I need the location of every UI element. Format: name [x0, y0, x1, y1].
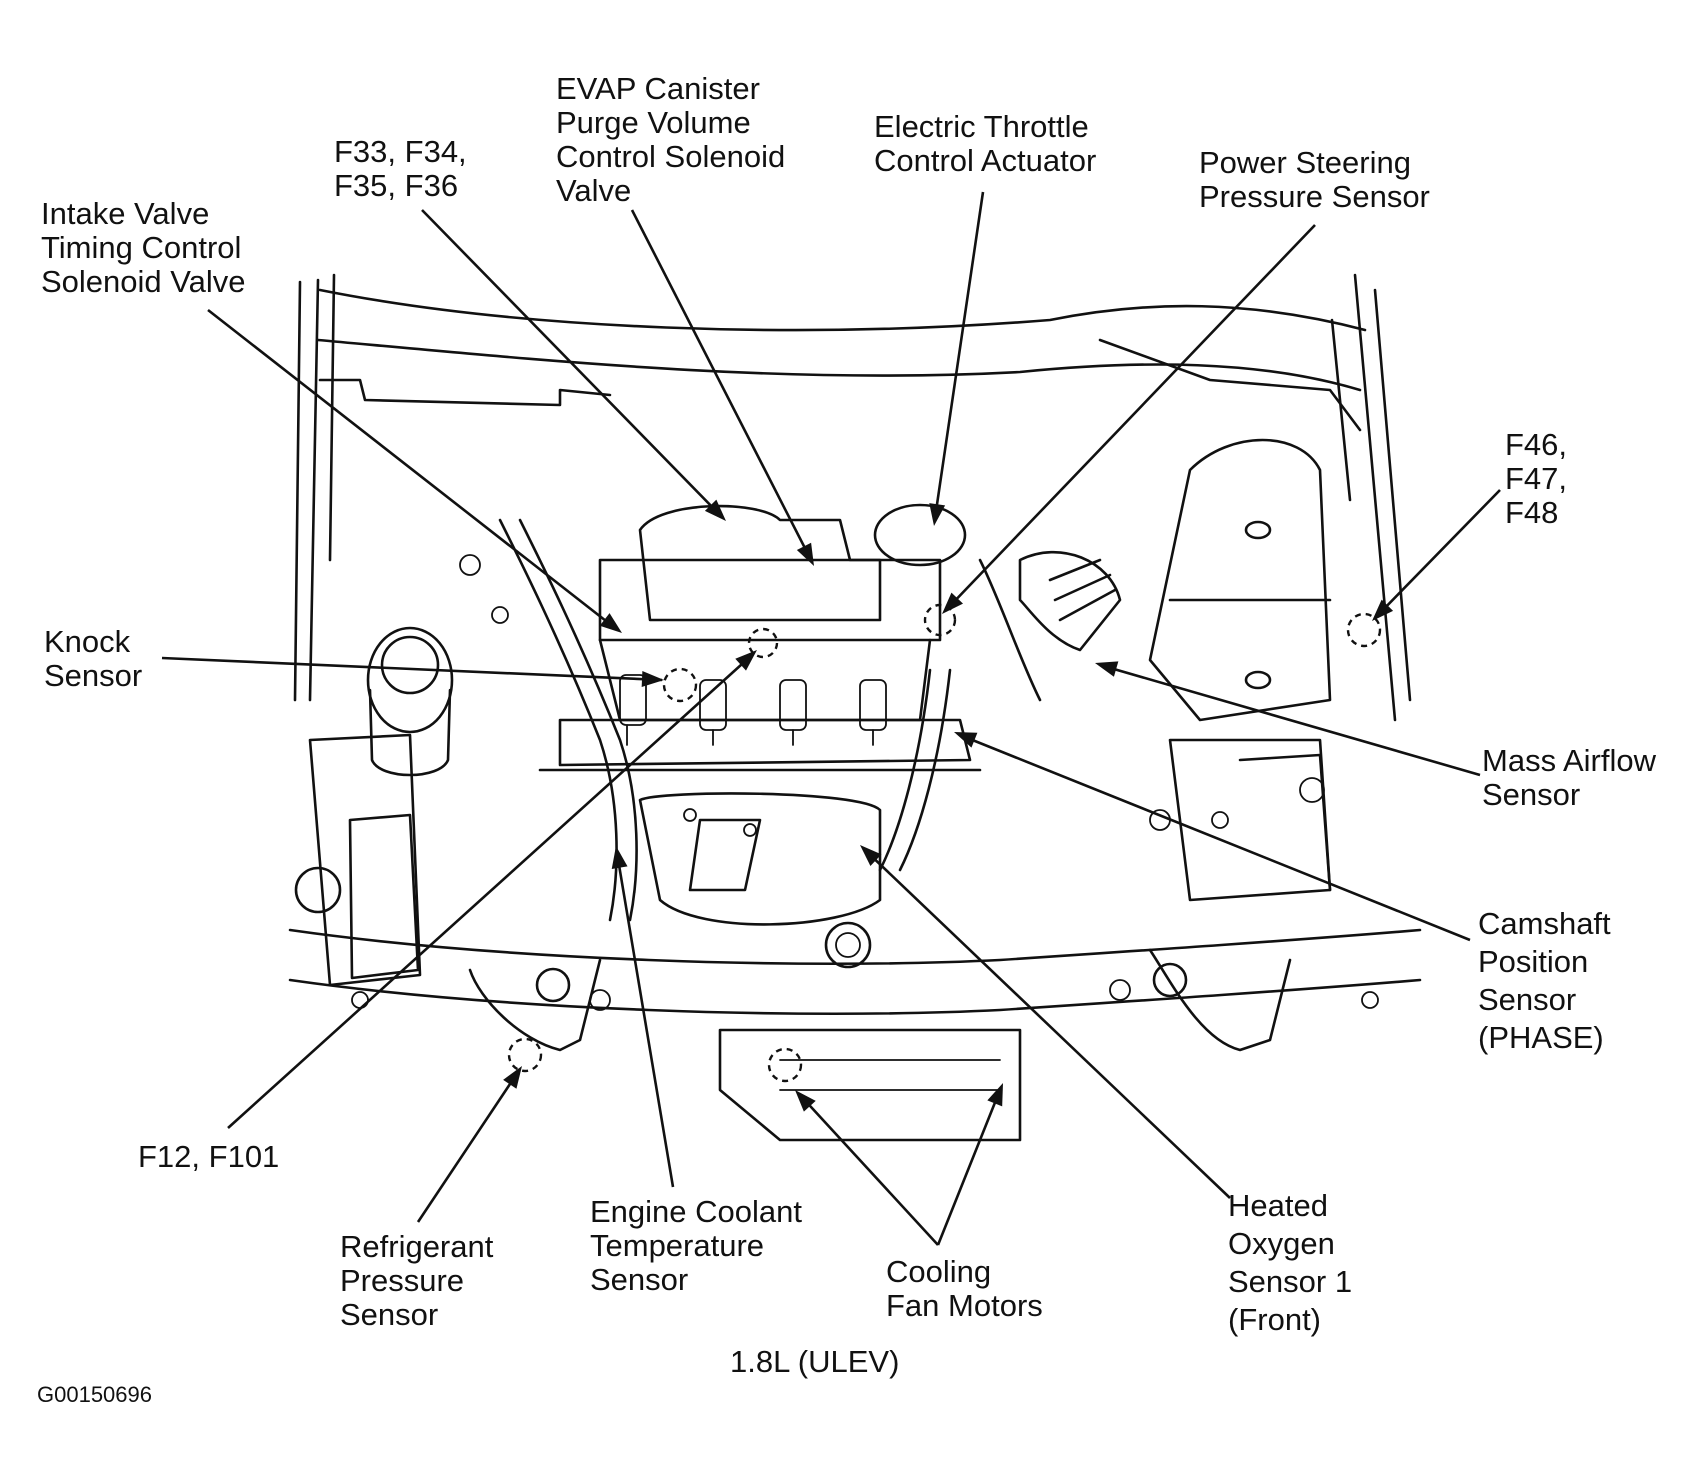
leader-f46: [1377, 489, 1501, 616]
leader-f12: [227, 654, 753, 1129]
label-knock-sensor: Knock Sensor: [44, 624, 143, 693]
arrow-maf: [1095, 661, 1119, 677]
label-throttle-actuator: Electric Throttle Control Actuator: [874, 109, 1097, 178]
engine-compartment-drawing: [288, 273, 1422, 1142]
label-heated-oxygen: Heated Oxygen Sensor 1 (Front): [1228, 1188, 1353, 1337]
marker-f46: [1346, 612, 1382, 648]
arrow-o2: [860, 845, 882, 866]
arrow-camshaft: [954, 732, 978, 748]
leader-o2: [864, 849, 1231, 1199]
figure-id: G00150696: [37, 1382, 152, 1407]
marker-f12: [747, 627, 779, 659]
label-power-steering: Power Steering Pressure Sensor: [1199, 145, 1430, 214]
leader-knock: [161, 656, 663, 682]
arrow-fan-2: [987, 1083, 1003, 1107]
figure-caption: 1.8L (ULEV): [730, 1344, 900, 1379]
leader-fan-1: [799, 1094, 939, 1246]
leader-evap: [630, 209, 812, 559]
marker-knock-sensor: [662, 667, 698, 703]
leader-power-steering: [947, 224, 1316, 609]
leader-fan-2: [936, 1089, 1002, 1246]
label-mass-airflow: Mass Airflow Sensor: [1482, 743, 1656, 812]
leader-ect: [615, 852, 675, 1188]
label-evap-canister: EVAP Canister Purge Volume Control Solen…: [556, 71, 786, 208]
arrowheads: [503, 499, 1394, 1112]
arrow-f12: [735, 650, 757, 671]
arrow-evap: [796, 542, 814, 566]
marker-refrigerant: [507, 1037, 543, 1073]
leader-refrigerant: [416, 1071, 520, 1223]
label-cooling-fan-motors: Cooling Fan Motors: [886, 1254, 1043, 1323]
label-f33-f36: F33, F34, F35, F36: [334, 134, 467, 203]
component-markers: [507, 603, 1382, 1083]
leader-maf: [1099, 663, 1481, 777]
arrow-throttle: [929, 503, 946, 526]
arrow-intake-valve: [599, 613, 622, 633]
label-refrigerant-pressure: Refrigerant Pressure Sensor: [340, 1229, 494, 1332]
arrow-fan-1: [795, 1090, 816, 1112]
arrow-knock: [641, 671, 664, 688]
arrow-ect: [611, 846, 628, 870]
marker-power-steering: [923, 603, 957, 637]
leader-f33: [421, 209, 721, 516]
leader-throttle: [933, 191, 985, 519]
arrow-f33: [704, 499, 726, 521]
arrow-power-steering: [942, 592, 964, 614]
label-camshaft-position: Camshaft Position Sensor (PHASE): [1478, 906, 1611, 1055]
leader-camshaft: [959, 733, 1471, 942]
label-engine-coolant: Engine Coolant Temperature Sensor: [590, 1194, 802, 1297]
marker-cooling-fan: [767, 1047, 803, 1083]
arrow-refrigerant: [503, 1066, 522, 1089]
leader-intake-valve: [207, 308, 616, 630]
label-f12-f101: F12, F101: [138, 1139, 280, 1174]
label-intake-valve: Intake Valve Timing Control Solenoid Val…: [41, 196, 246, 299]
arrow-f46: [1372, 599, 1394, 621]
label-f46-f48: F46, F47, F48: [1505, 427, 1568, 530]
leader-lines: [161, 191, 1501, 1246]
